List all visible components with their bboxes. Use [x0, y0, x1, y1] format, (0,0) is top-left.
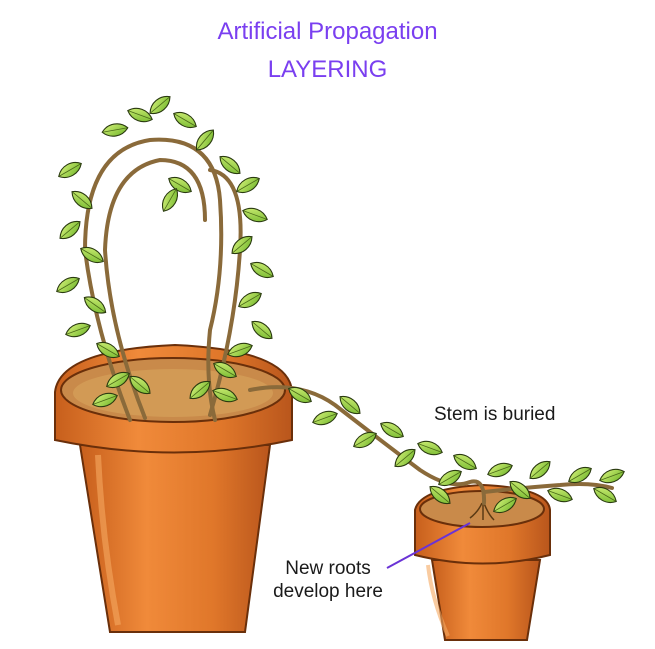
leaf-icon: [56, 158, 85, 181]
leaf-icon: [64, 320, 93, 340]
leaf-icon: [101, 122, 129, 138]
leaf-icon: [171, 108, 200, 131]
new-roots-label-line2: develop here: [268, 580, 388, 603]
leaf-icon: [78, 243, 107, 266]
leaf-icon: [486, 460, 515, 480]
leaf-icon: [234, 173, 263, 196]
leaf-icon: [241, 205, 270, 225]
stem-buried-label: Stem is buried: [434, 403, 555, 426]
leaf-icon: [598, 466, 627, 486]
leaf-icon: [126, 105, 155, 125]
leaf-icon: [236, 288, 265, 311]
leaf-icon: [248, 258, 277, 281]
leaf-icon: [378, 418, 407, 441]
leaf-icon: [146, 92, 174, 118]
leaf-icon: [311, 408, 340, 428]
leaf-icon: [526, 457, 554, 483]
new-roots-label-line1: New roots: [268, 557, 388, 580]
leaf-icon: [546, 485, 575, 505]
leaf-icon: [351, 428, 380, 451]
leaf-icon: [54, 273, 83, 296]
new-roots-label: New roots develop here: [268, 557, 388, 603]
leaf-icon: [416, 438, 445, 458]
leaf-icon: [248, 317, 276, 343]
leaf-icon: [336, 392, 364, 418]
leaf-icon: [56, 217, 84, 243]
